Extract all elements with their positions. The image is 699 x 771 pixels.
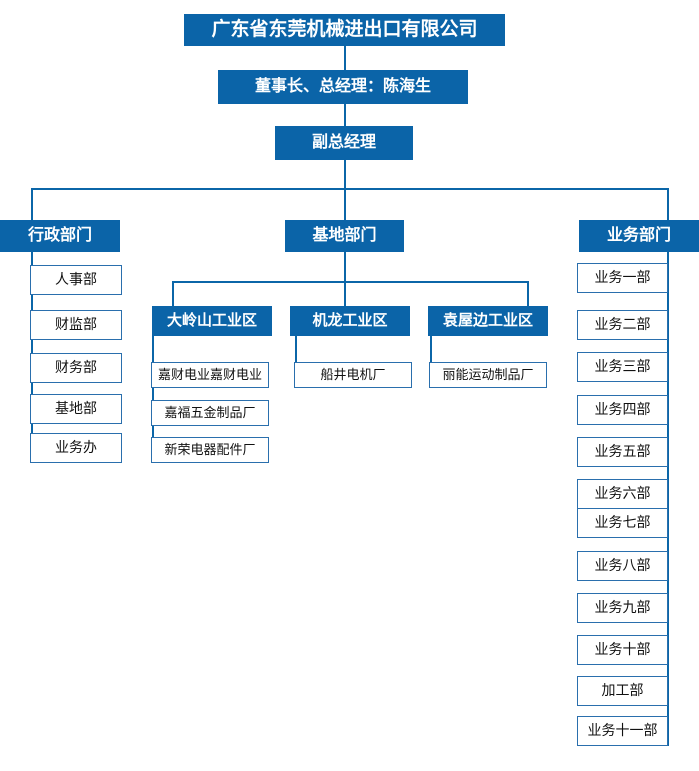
connector-yuanwubian-spine — [430, 336, 432, 363]
org-node-admin-item[interactable]: 财务部 — [30, 353, 122, 383]
business-item-label: 业务十一部 — [587, 722, 658, 739]
connector-vp-to-bus — [344, 160, 346, 188]
connector-chairman-to-vp — [344, 104, 346, 126]
department-business-label: 业务部门 — [606, 227, 671, 245]
org-node-factory[interactable]: 嘉财电业嘉财电业 — [151, 362, 269, 388]
connector-base-to-zonebus — [344, 252, 346, 282]
business-item-label: 业务三部 — [594, 358, 651, 375]
business-item-label: 业务七部 — [594, 514, 651, 531]
org-node-zone-jilong[interactable]: 机龙工业区 — [290, 306, 410, 336]
admin-item-label: 基地部 — [55, 400, 97, 417]
connector-zonebus-to-yuanwubian — [527, 281, 529, 306]
admin-item-label: 财监部 — [55, 316, 97, 333]
org-node-business-item[interactable]: 业务七部 — [577, 508, 668, 538]
org-node-business-item[interactable]: 业务六部 — [577, 479, 668, 509]
zone-yuanwubian-label: 袁屋边工业区 — [442, 311, 533, 329]
org-node-chairman[interactable]: 董事长、总经理：陈海生 — [218, 70, 468, 104]
org-node-business-item[interactable]: 业务四部 — [577, 395, 668, 425]
business-item-label: 业务六部 — [594, 485, 651, 502]
factory-label: 船井电机厂 — [320, 366, 386, 382]
org-node-business-item[interactable]: 加工部 — [577, 676, 668, 706]
org-node-factory[interactable]: 船井电机厂 — [294, 362, 412, 388]
org-node-department-admin[interactable]: 行政部门 — [0, 220, 120, 252]
business-item-label: 加工部 — [601, 682, 644, 699]
factory-label: 嘉福五金制品厂 — [164, 404, 256, 420]
factory-label: 丽能运动制品厂 — [442, 366, 534, 382]
business-item-label: 业务九部 — [594, 599, 651, 616]
org-node-factory[interactable]: 嘉福五金制品厂 — [151, 400, 269, 426]
connector-main-bus — [31, 188, 669, 190]
business-item-label: 业务八部 — [594, 557, 651, 574]
org-node-business-item[interactable]: 业务二部 — [577, 310, 668, 340]
org-node-business-item[interactable]: 业务三部 — [577, 352, 668, 382]
connector-zonebus-to-daling — [172, 281, 174, 306]
business-item-label: 业务四部 — [594, 401, 651, 418]
org-node-root-label: 广东省东莞机械进出口有限公司 — [211, 18, 478, 40]
admin-item-label: 人事部 — [55, 271, 97, 288]
connector-daling-spine — [152, 336, 154, 458]
department-admin-label: 行政部门 — [27, 227, 92, 245]
org-node-factory[interactable]: 丽能运动制品厂 — [429, 362, 547, 388]
connector-root-to-chairman — [344, 46, 346, 70]
org-node-department-business[interactable]: 业务部门 — [579, 220, 699, 252]
org-node-admin-item[interactable]: 业务办 — [30, 433, 122, 463]
business-item-label: 业务十部 — [594, 641, 651, 658]
admin-item-label: 业务办 — [55, 439, 97, 456]
org-node-zone-daling[interactable]: 大岭山工业区 — [152, 306, 272, 336]
connector-business-spine — [667, 252, 669, 746]
org-node-factory[interactable]: 新荣电器配件厂 — [151, 437, 269, 463]
org-node-root[interactable]: 广东省东莞机械进出口有限公司 — [184, 14, 505, 46]
org-node-vice-president[interactable]: 副总经理 — [275, 126, 413, 160]
department-base-label: 基地部门 — [312, 227, 377, 245]
org-node-business-item[interactable]: 业务一部 — [577, 263, 668, 293]
org-node-business-item[interactable]: 业务十部 — [577, 635, 668, 665]
factory-label: 新荣电器配件厂 — [164, 441, 256, 457]
org-node-admin-item[interactable]: 基地部 — [30, 394, 122, 424]
connector-zonebus-to-jilong — [344, 281, 346, 306]
org-node-business-item[interactable]: 业务八部 — [577, 551, 668, 581]
connector-jilong-spine — [295, 336, 297, 363]
factory-label: 嘉财电业嘉财电业 — [157, 366, 262, 382]
org-node-business-item[interactable]: 业务九部 — [577, 593, 668, 623]
admin-item-label: 财务部 — [55, 359, 97, 376]
org-node-vp-label: 副总经理 — [311, 134, 376, 152]
connector-bus-to-business — [667, 188, 669, 220]
business-item-label: 业务二部 — [594, 316, 651, 333]
business-item-label: 业务一部 — [594, 269, 651, 286]
connector-bus-to-admin — [31, 188, 33, 220]
org-node-department-base[interactable]: 基地部门 — [285, 220, 404, 252]
business-item-label: 业务五部 — [594, 443, 651, 460]
org-node-business-item[interactable]: 业务五部 — [577, 437, 668, 467]
org-node-admin-item[interactable]: 财监部 — [30, 310, 122, 340]
zone-jilong-label: 机龙工业区 — [312, 311, 388, 329]
org-node-admin-item[interactable]: 人事部 — [30, 265, 122, 295]
org-node-chairman-label: 董事长、总经理：陈海生 — [254, 78, 431, 96]
org-node-zone-yuanwubian[interactable]: 袁屋边工业区 — [428, 306, 548, 336]
org-node-business-item[interactable]: 业务十一部 — [577, 716, 668, 746]
zone-daling-label: 大岭山工业区 — [166, 311, 257, 329]
connector-bus-to-base — [344, 188, 346, 220]
connector-zone-bus — [172, 281, 528, 283]
